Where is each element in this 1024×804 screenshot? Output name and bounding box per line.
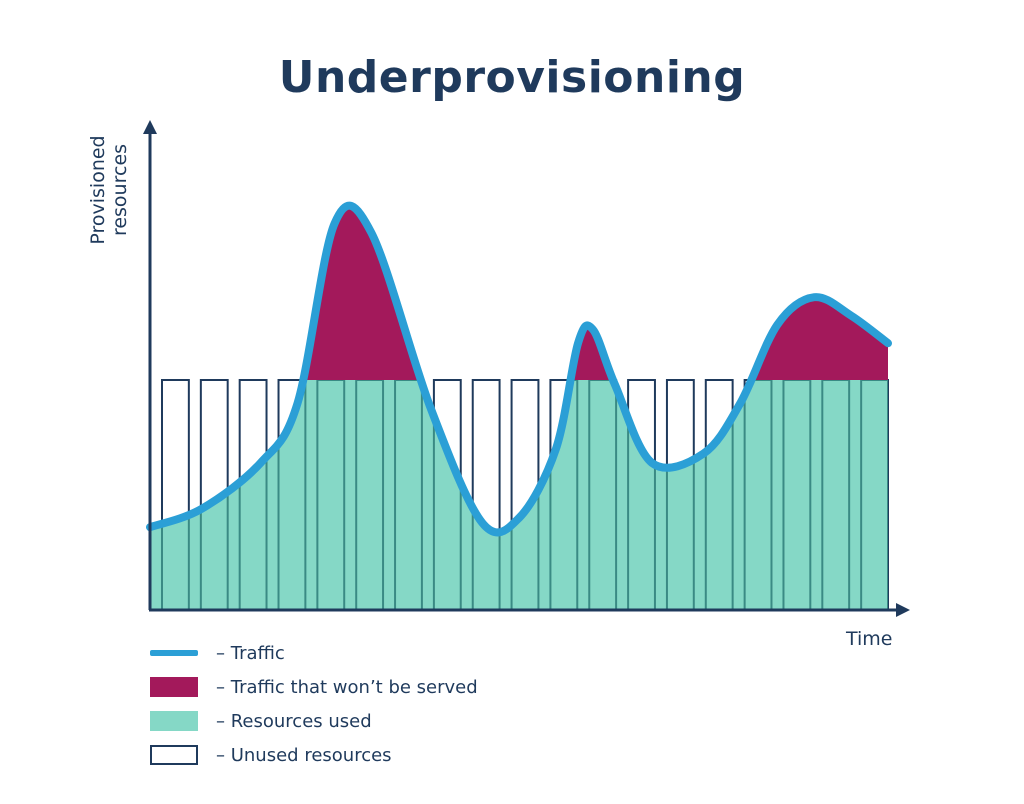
resources-used-swatch [150,711,198,731]
unserved-swatch [150,677,198,697]
y-axis-arrow [143,120,157,134]
legend-item-unserved: – Traffic that won’t be served [150,670,478,704]
legend-label-unused: – Unused resources [216,744,392,766]
traffic-line [146,201,892,537]
legend-item-traffic: – Traffic [150,636,478,670]
legend-item-unused: – Unused resources [150,738,478,772]
traffic-swatch [150,650,198,656]
x-axis-label: Time [846,628,893,650]
legend: – Traffic – Traffic that won’t be served… [150,636,478,772]
x-axis-arrow [896,603,910,617]
chart-title: Underprovisioning [278,52,746,103]
legend-label-unserved: – Traffic that won’t be served [216,676,478,698]
chart-axes [143,120,910,617]
traffic-not-served-area [150,205,888,380]
legend-item-resources-used: – Resources used [150,704,478,738]
legend-label-resources-used: – Resources used [216,710,372,732]
unused-swatch [150,745,198,765]
legend-label-traffic: – Traffic [216,642,285,664]
